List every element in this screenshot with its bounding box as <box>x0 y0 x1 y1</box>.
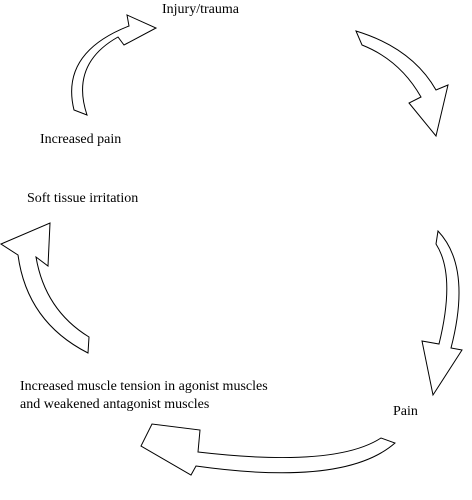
curved-arrow-pain-to-tension <box>140 423 396 476</box>
label-injury-trauma: Injury/trauma <box>162 2 239 17</box>
curved-arrow-increased-pain-to-injury <box>71 14 158 116</box>
curved-arrow-injury-to-pain <box>355 30 449 138</box>
label-muscle-tension-line1: Increased muscle tension in agonist musc… <box>20 379 268 394</box>
curved-arrow-tension-to-soft-tissue <box>0 222 90 354</box>
label-muscle-tension-line2: and weakened antagonist muscles <box>20 397 210 412</box>
curved-arrow-right-down <box>421 229 463 397</box>
label-soft-tissue-irritation: Soft tissue irritation <box>27 191 139 206</box>
label-increased-pain: Increased pain <box>40 132 122 147</box>
label-pain: Pain <box>393 404 418 419</box>
label-muscle-tension: Increased muscle tension in agonist musc… <box>20 378 268 414</box>
